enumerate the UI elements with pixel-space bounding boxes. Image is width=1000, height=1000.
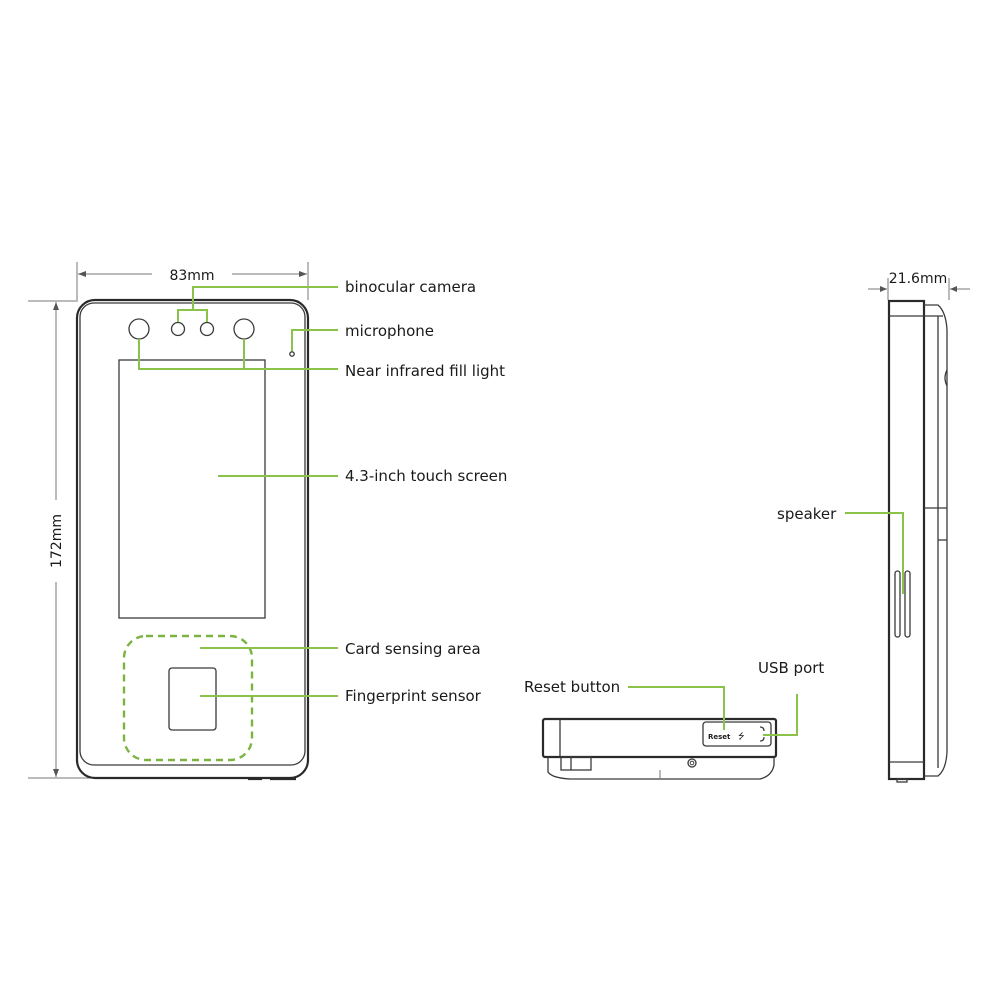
- speaker-label: speaker: [777, 505, 837, 523]
- width-dimension: 83mm: [76, 262, 309, 300]
- touch-screen-label: 4.3-inch touch screen: [345, 467, 507, 485]
- bottom-body-outline: [541, 717, 778, 759]
- microphone-hole-icon: [289, 351, 295, 357]
- binocular-camera-label: binocular camera: [345, 278, 476, 296]
- height-dimension: 172mm: [28, 300, 100, 779]
- usb-leader: [763, 694, 798, 736]
- side-foot: [896, 778, 908, 783]
- speaker-slot-2: [904, 570, 911, 638]
- reset-button-label: Reset button: [524, 678, 620, 696]
- fill-light-label: Near infrared fill light: [345, 362, 505, 380]
- usb-symbol-icon: ⭍: [738, 732, 745, 741]
- camera-right-icon: [199, 321, 215, 337]
- usb-port-label: USB port: [758, 659, 824, 677]
- fill-light-leader: [138, 339, 338, 370]
- fingerprint-sensor: [168, 667, 217, 731]
- usb-port-icon: [759, 726, 765, 742]
- speaker-leader: [845, 512, 904, 594]
- card-sensing-area: [122, 634, 254, 762]
- fill-light-left-icon: [128, 318, 150, 340]
- touch-screen: [118, 359, 266, 619]
- height-dimension-label: 172mm: [49, 514, 65, 568]
- microphone-leader: [291, 329, 338, 351]
- bottom-view: Reset ⭍ Reset button USB port: [524, 659, 824, 780]
- screw-hole-icon: [687, 758, 697, 768]
- side-view: 21.6mm speaker: [777, 271, 970, 783]
- side-button-icon: [944, 369, 948, 387]
- front-body-outline: [75, 298, 310, 780]
- fill-light-right-icon: [233, 318, 255, 340]
- bottom-lower-lip: [547, 757, 775, 780]
- side-body-rear: [887, 299, 926, 781]
- depth-dimension: 21.6mm: [868, 271, 970, 300]
- width-dimension-label: 83mm: [169, 268, 214, 284]
- speaker-slot-1: [894, 570, 901, 638]
- fingerprint-label: Fingerprint sensor: [345, 687, 482, 705]
- front-view: 83mm 172mm: [28, 262, 507, 781]
- card-sensing-label: Card sensing area: [345, 640, 481, 658]
- reset-leader: [628, 686, 725, 730]
- reset-engraving: Reset: [708, 733, 731, 741]
- depth-dimension-label: 21.6mm: [889, 271, 947, 287]
- microphone-label: microphone: [345, 322, 434, 340]
- binocular-camera-leader: [192, 286, 338, 310]
- camera-left-icon: [170, 321, 186, 337]
